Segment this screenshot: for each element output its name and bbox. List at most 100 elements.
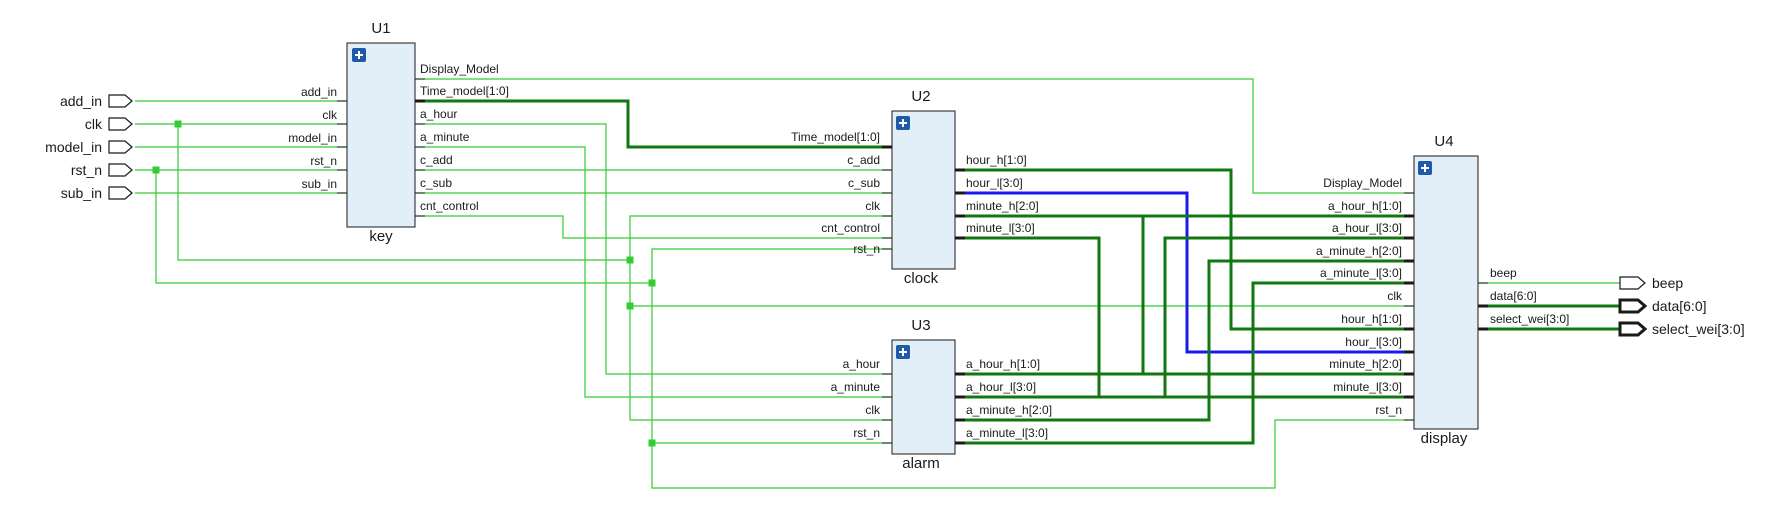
net-clk-to-u2[interactable] (629, 215, 892, 260)
pin-label: c_sub (848, 176, 880, 190)
pin-label: a_hour_l[3:0] (1332, 221, 1402, 235)
output-port-label: data[6:0] (1652, 298, 1707, 314)
pin-label: beep (1490, 266, 1517, 280)
pin-label: c_add (420, 153, 453, 167)
bus-minute_h[interactable] (955, 214, 1414, 376)
net-clk-to-u3[interactable] (629, 260, 892, 421)
pin-stubs (337, 100, 347, 194)
input-port-clk[interactable]: clk (85, 116, 133, 132)
bus-pin-stubs (1404, 214, 1414, 399)
pin-label: Display_Model (1323, 176, 1402, 190)
nets (135, 78, 1620, 489)
pin-label: cnt_control (821, 221, 880, 235)
pin-label: minute_l[3:0] (966, 221, 1035, 235)
input-port-sub_in[interactable]: sub_in (61, 185, 133, 201)
net-rst_n-branch[interactable] (155, 170, 652, 284)
bus-pin-stubs (955, 372, 965, 445)
pin-label: hour_l[3:0] (966, 176, 1023, 190)
pin-label: data[6:0] (1490, 289, 1537, 303)
pin-label: a_hour (420, 107, 457, 121)
bus-a_hour_h[interactable] (955, 214, 1414, 376)
block-body[interactable] (891, 110, 956, 270)
pin-stubs (415, 78, 425, 217)
net-a_hour[interactable] (415, 123, 892, 375)
bus-a_minute_h[interactable] (955, 259, 1414, 422)
block-module-name: alarm (902, 455, 940, 472)
pin-label: clk (865, 403, 881, 417)
pin-label: rst_n (310, 154, 337, 168)
input-port-icon (108, 94, 133, 108)
bus-a_minute_l[interactable] (955, 281, 1414, 445)
pin-label: a_hour_h[1:0] (966, 357, 1040, 371)
pin-label: a_minute (420, 130, 470, 144)
block-u2-clock[interactable]: U2 clock Time_model[1:0] c_add c_sub clk… (791, 88, 1039, 287)
block-u4-display[interactable]: U4 display Display_Model a_hour_h[1:0] a… (1316, 133, 1569, 447)
plus-square-icon[interactable] (896, 345, 910, 359)
top-input-ports: add_in clk model_in rst_n sub_in (45, 93, 133, 201)
pin-label: Time_model[1:0] (420, 84, 509, 98)
pin-label: rst_n (853, 242, 880, 256)
block-instance-name: U1 (371, 20, 390, 37)
pin-label: minute_l[3:0] (1333, 380, 1402, 394)
pin-label: a_hour_h[1:0] (1328, 199, 1402, 213)
junction-dot (152, 166, 160, 174)
pin-label: clk (322, 108, 338, 122)
input-port-label: clk (85, 116, 103, 132)
pin-label: c_sub (420, 176, 452, 190)
net-cnt_control[interactable] (415, 215, 892, 239)
block-instance-name: U2 (911, 88, 930, 105)
bus-hour_h[interactable] (955, 168, 1414, 331)
output-port-icon (1619, 276, 1646, 290)
plus-square-icon[interactable] (896, 116, 910, 130)
input-port-icon (108, 186, 133, 200)
input-port-icon (108, 117, 133, 131)
output-port-beep[interactable]: beep (1619, 275, 1683, 291)
input-port-add_in[interactable]: add_in (60, 93, 133, 109)
pin-label: c_add (847, 153, 880, 167)
net-clk-branch[interactable] (177, 124, 630, 261)
input-port-label: add_in (60, 93, 102, 109)
block-body[interactable] (346, 42, 416, 228)
pin-label: a_minute_h[2:0] (1316, 244, 1402, 258)
pin-label: a_minute_h[2:0] (966, 403, 1052, 417)
plus-square-icon[interactable] (352, 48, 366, 62)
pin-label: select_wei[3:0] (1490, 312, 1569, 326)
pin-label: a_minute_l[3:0] (966, 426, 1048, 440)
block-module-name: clock (904, 270, 939, 287)
block-module-name: key (369, 228, 393, 245)
block-instance-name: U4 (1434, 133, 1453, 150)
output-port-icon (1618, 321, 1648, 337)
junction-dot (626, 256, 634, 264)
output-port-label: beep (1652, 275, 1683, 291)
bus-Time_model[interactable] (415, 99, 892, 149)
input-port-model_in[interactable]: model_in (45, 139, 133, 155)
pin-label: a_minute_l[3:0] (1320, 266, 1402, 280)
net-Display_Model[interactable] (415, 78, 1414, 194)
pin-label: minute_h[2:0] (1329, 357, 1402, 371)
bus-hour_l-selected[interactable] (955, 191, 1414, 354)
net-rst_n-to-u2[interactable] (651, 248, 892, 283)
output-port-select_wei[interactable]: select_wei[3:0] (1618, 321, 1745, 337)
pin-label: hour_h[1:0] (966, 153, 1027, 167)
junction-dot (174, 120, 182, 128)
net-rst_n-to-u4[interactable] (651, 419, 1414, 489)
top-output-ports: beep data[6:0] select_wei[3:0] (1618, 275, 1745, 337)
bus-minute_l[interactable] (955, 236, 1414, 399)
pin-label: model_in (288, 131, 337, 145)
input-port-label: sub_in (61, 185, 102, 201)
plus-square-icon[interactable] (1418, 161, 1432, 175)
block-u1-key[interactable]: U1 key add_in clk model_in rst_n sub_in … (288, 20, 509, 245)
block-u3-alarm[interactable]: U3 alarm a_hour a_minute clk rst_n a_hou… (831, 317, 1052, 472)
pin-label: a_hour (843, 357, 880, 371)
pin-label: clk (865, 199, 881, 213)
bus-a_hour_l[interactable] (955, 236, 1414, 399)
pin-label: cnt_control (420, 199, 479, 213)
net-a_minute[interactable] (415, 146, 892, 398)
input-port-rst_n[interactable]: rst_n (71, 162, 133, 178)
junction-dot (626, 302, 634, 310)
pin-label: Display_Model (420, 62, 499, 76)
pin-label: sub_in (302, 177, 337, 191)
block-body[interactable] (1413, 155, 1479, 430)
output-port-data[interactable]: data[6:0] (1618, 298, 1707, 314)
